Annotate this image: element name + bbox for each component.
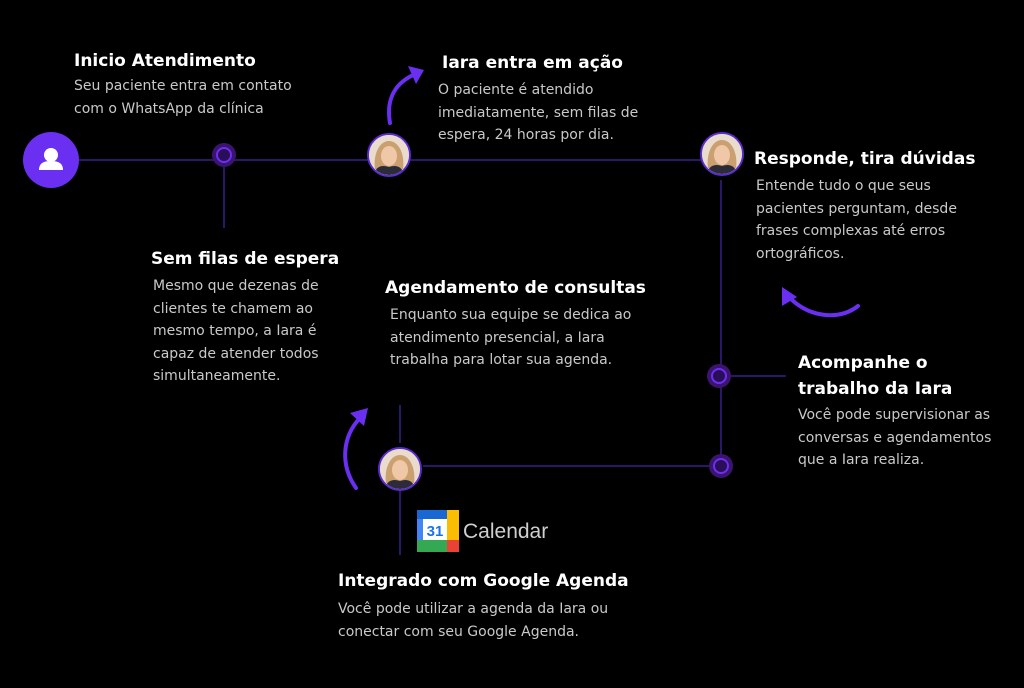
calendar-wordmark: Calendar [463, 520, 549, 543]
step-desc-acompanhe: Você pode supervisionar as conversas e a… [798, 407, 992, 468]
timeline-node [212, 143, 236, 167]
step-title-inicio: Inicio Atendimento [74, 51, 256, 71]
assistant-avatar [367, 133, 411, 177]
step-title-integrado: Integrado com Google Agenda [338, 571, 629, 591]
step-title-sem-filas: Sem filas de espera [151, 249, 340, 269]
step-desc-agendamento: Enquanto sua equipe se dedica ao atendim… [390, 307, 632, 368]
assistant-avatar [378, 447, 422, 491]
curved-arrow-icon [387, 66, 424, 125]
assistant-avatar [700, 132, 744, 176]
step-desc-sem-filas: Mesmo que dezenas de clientes te chamem … [153, 278, 319, 384]
step-title-responde: Responde, tira dúvidas [754, 149, 976, 169]
user-icon [23, 132, 79, 188]
curved-arrow-icon [343, 408, 368, 490]
timeline-node [707, 364, 731, 388]
timeline-node [709, 454, 733, 478]
calendar-day: 31 [427, 523, 444, 540]
step-desc-inicio: Seu paciente entra em contato com o What… [74, 78, 292, 117]
step-desc-iara-acao: O paciente é atendido imediatamente, sem… [438, 82, 639, 143]
step-desc-integrado: Você pode utilizar a agenda da Iara ou c… [338, 601, 609, 640]
step-title-iara-acao: Iara entra em ação [442, 53, 623, 73]
step-title-acompanhe: Acompanhe o trabalho da Iara [798, 353, 953, 399]
google-calendar-icon: 31 [417, 510, 459, 552]
curved-arrow-icon [782, 287, 860, 318]
step-title-agendamento: Agendamento de consultas [385, 278, 646, 298]
step-desc-responde: Entende tudo o que seus pacientes pergun… [756, 178, 957, 262]
